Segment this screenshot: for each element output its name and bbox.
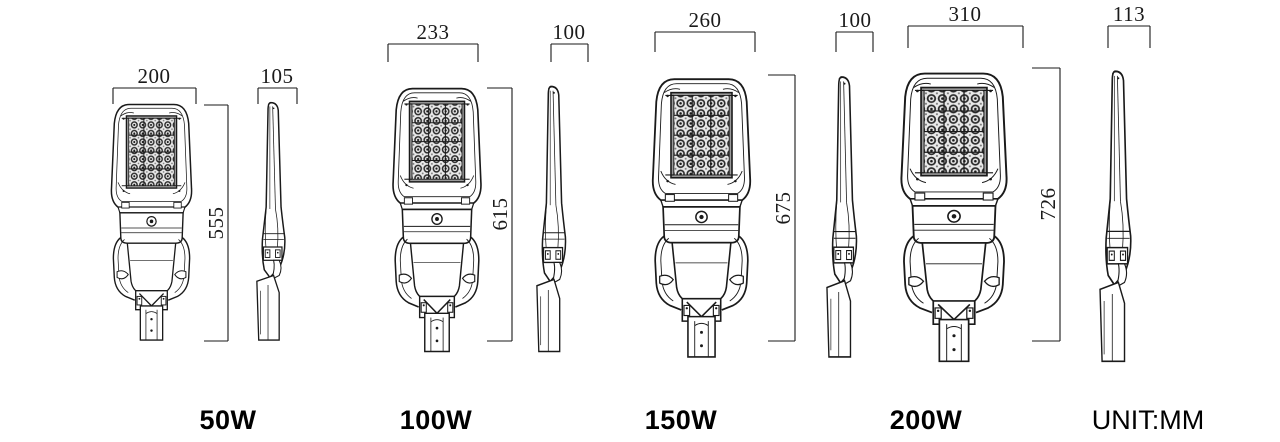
dimension-105: 105 — [257, 64, 298, 104]
dimension-726: 726 — [1032, 67, 1061, 342]
dimension-260: 260 — [654, 8, 756, 52]
dimension-100-a: 100 — [550, 20, 589, 62]
dimension-555-text: 555 — [204, 207, 228, 240]
dimension-105-text: 105 — [261, 64, 294, 88]
side-view-50w — [256, 101, 286, 341]
dimension-233-text: 233 — [417, 20, 450, 44]
power-label-50w: 50W — [199, 405, 257, 435]
dimension-310-text: 310 — [949, 2, 982, 26]
variant-200w: 310 113 726 — [900, 2, 1151, 363]
dimension-555: 555 — [204, 104, 229, 342]
variant-150w: 260 100 675 — [651, 8, 874, 358]
variant-50w: 200 105 555 — [110, 64, 298, 342]
dimension-726-text: 726 — [1036, 188, 1060, 221]
dimension-100-b-text: 100 — [839, 8, 872, 32]
dimension-200-text: 200 — [138, 64, 171, 88]
dimension-260-text: 260 — [689, 8, 722, 32]
front-view-150w — [651, 78, 752, 358]
dimension-615-text: 615 — [488, 198, 512, 231]
side-view-200w — [1099, 70, 1132, 363]
dimension-675-text: 675 — [771, 192, 795, 225]
dimension-615: 615 — [487, 87, 513, 342]
front-view-50w — [110, 103, 193, 341]
side-view-150w — [826, 76, 858, 358]
dimension-675: 675 — [768, 74, 796, 342]
front-view-100w — [392, 87, 482, 353]
dimension-100-b: 100 — [835, 8, 874, 52]
dimension-233: 233 — [387, 20, 479, 62]
dimension-310: 310 — [907, 2, 1024, 48]
dimension-200: 200 — [112, 64, 197, 104]
dimension-113-text: 113 — [1113, 2, 1145, 26]
dimension-100-a-text: 100 — [553, 20, 586, 44]
front-view-200w — [900, 72, 1008, 363]
power-label-200w: 200W — [889, 405, 963, 435]
side-view-100w — [536, 85, 567, 353]
dimension-113: 113 — [1107, 2, 1151, 48]
unit-label: UNIT:MM — [1091, 405, 1205, 435]
variant-100w: 233 100 615 — [387, 20, 589, 353]
power-label-150w: 150W — [644, 405, 718, 435]
power-label-100w: 100W — [399, 405, 473, 435]
